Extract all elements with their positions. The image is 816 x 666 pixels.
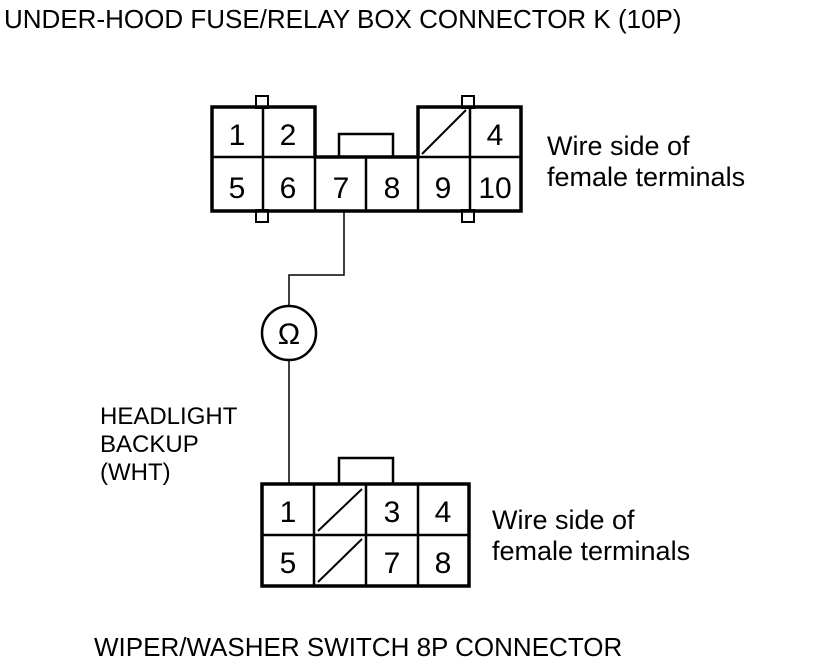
bottom-connector-title: WIPER/WASHER SWITCH 8P CONNECTOR bbox=[94, 632, 623, 662]
ohmmeter-icon bbox=[260, 304, 318, 362]
top-connector-side-note: Wire side of female terminals bbox=[547, 131, 745, 193]
ohm-symbol: Ω bbox=[278, 318, 300, 351]
top-connector-title: UNDER-HOOD FUSE/RELAY BOX CONNECTOR K (1… bbox=[4, 4, 682, 34]
top-pin-9: 9 bbox=[435, 172, 452, 205]
top-side-note-line1: Wire side of bbox=[547, 131, 690, 161]
bottom-pin-8: 8 bbox=[435, 547, 452, 580]
bottom-pin-5: 5 bbox=[280, 547, 297, 580]
top-pin-10: 10 bbox=[478, 172, 511, 205]
wire-label: HEADLIGHT BACKUP (WHT) bbox=[100, 403, 237, 487]
top-pin-6: 6 bbox=[280, 172, 297, 205]
top-pin-5: 5 bbox=[229, 172, 246, 205]
top-pin-4: 4 bbox=[487, 119, 504, 152]
top-pin-8: 8 bbox=[384, 172, 401, 205]
wire-label-line1: HEADLIGHT bbox=[100, 403, 238, 430]
bottom-side-note-line2: female terminals bbox=[492, 536, 691, 566]
top-pin-2: 2 bbox=[280, 119, 297, 152]
wire-pin7-to-meter bbox=[288, 211, 345, 306]
wire-label-line3: (WHT) bbox=[100, 459, 171, 486]
bottom-pin-7: 7 bbox=[384, 547, 401, 580]
top-side-note-line2: female terminals bbox=[547, 162, 746, 192]
bottom-pin-4: 4 bbox=[435, 496, 452, 529]
bottom-pin-3: 3 bbox=[384, 496, 401, 529]
bottom-connector-side-note: Wire side of female terminals bbox=[492, 505, 690, 567]
bottom-side-note-line1: Wire side of bbox=[492, 505, 635, 535]
top-connector bbox=[210, 95, 523, 223]
bottom-connector bbox=[260, 456, 471, 588]
bottom-pin-1: 1 bbox=[280, 496, 297, 529]
top-pin-1: 1 bbox=[229, 119, 246, 152]
wire-label-line2: BACKUP bbox=[100, 431, 199, 458]
top-pin-7: 7 bbox=[333, 172, 350, 205]
